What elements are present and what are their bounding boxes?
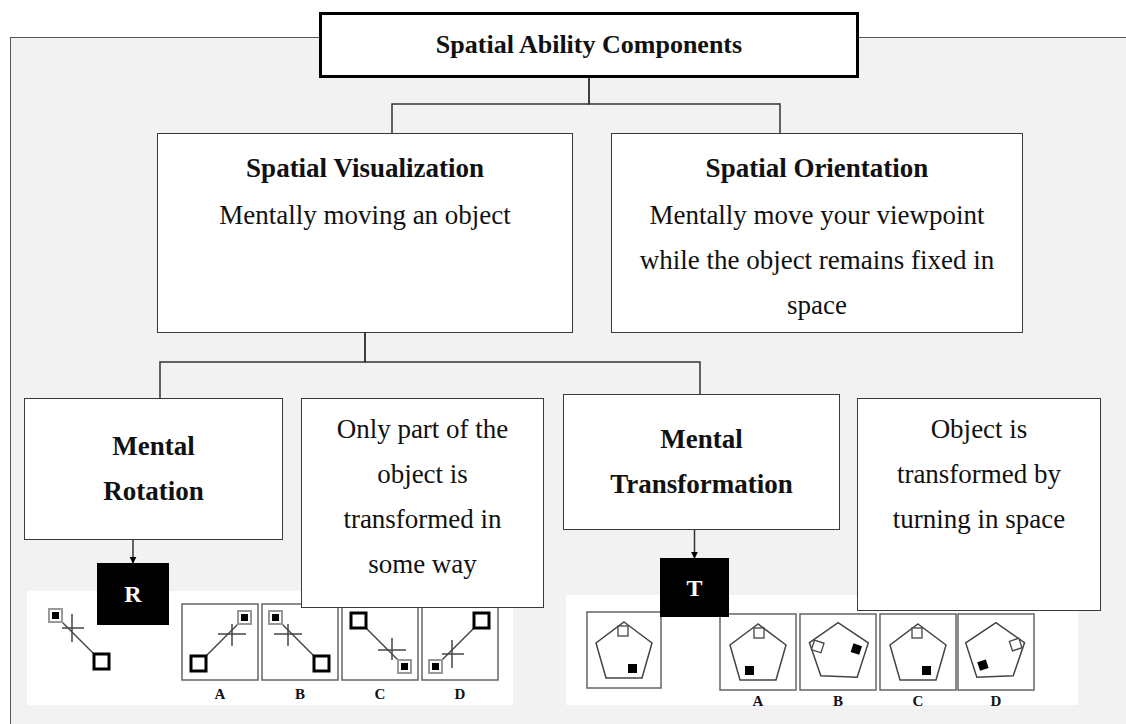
arrow-connector	[132, 540, 134, 563]
arrow-connector	[694, 530, 696, 558]
option-label: C	[913, 693, 924, 709]
title-box: Spatial Ability Components	[319, 12, 859, 78]
option-label: B	[295, 686, 305, 702]
node-heading: Only part of the object is transformed i…	[330, 407, 515, 587]
option-label: A	[215, 686, 226, 702]
node-heading: Mental Transformation	[576, 417, 827, 507]
marker-box: T	[660, 558, 729, 617]
category-box: Spatial OrientationMentally move your vi…	[611, 133, 1023, 333]
node-heading: T	[686, 573, 702, 603]
category-box: Spatial VisualizationMentally moving an …	[157, 133, 573, 333]
node-heading: Spatial Orientation	[706, 146, 929, 191]
node-heading: Object is transformed by turning in spac…	[886, 407, 1072, 542]
marker-box: R	[97, 563, 169, 625]
node-heading: R	[124, 579, 141, 609]
bracket-line	[365, 333, 700, 394]
description-box: Object is transformed by turning in spac…	[857, 398, 1101, 611]
node-body: Mentally moving an object	[219, 193, 511, 238]
option-label: A	[753, 693, 764, 709]
bracket-line	[589, 78, 780, 133]
description-box: Only part of the object is transformed i…	[301, 398, 544, 608]
option-label: D	[455, 686, 466, 702]
option-label: B	[833, 693, 843, 709]
bracket-line	[160, 333, 365, 398]
node-heading: Spatial Visualization	[246, 146, 484, 191]
subcategory-box: Mental Transformation	[563, 394, 840, 530]
option-label: D	[991, 693, 1002, 709]
transformation-puzzle	[587, 612, 1034, 690]
outer-frame	[11, 38, 1126, 724]
subcategory-box: Mental Rotation	[24, 398, 283, 540]
option-label: C	[375, 686, 386, 702]
transformation-panel	[566, 595, 1078, 705]
node-heading: Mental Rotation	[85, 424, 222, 514]
node-body: Mentally move your viewpoint while the o…	[636, 193, 998, 328]
node-heading: Spatial Ability Components	[436, 28, 742, 62]
bracket-line	[392, 78, 589, 133]
